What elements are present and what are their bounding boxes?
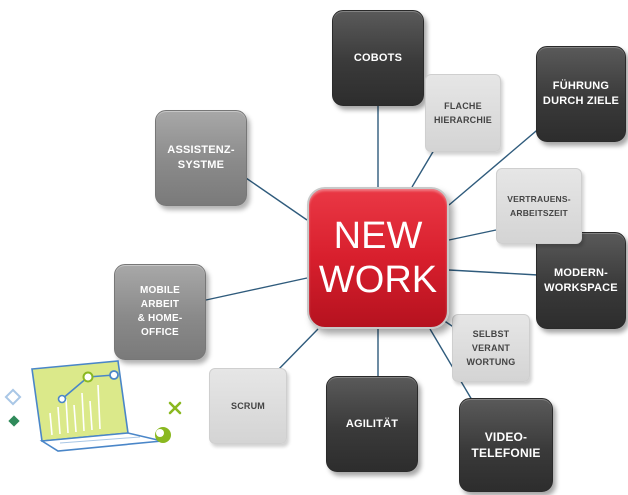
laptop-chart-icon	[4, 360, 182, 452]
node-selbstverantwortung: SELBST VERANT WORTUNG	[452, 314, 530, 382]
node-agilitaet: AGILITÄT	[326, 376, 418, 472]
connector-fuehrung	[448, 125, 543, 206]
connector-scrum	[275, 328, 319, 373]
connector-modern-workspace	[448, 269, 539, 276]
node-videotelefonie: VIDEO- TELEFONIE	[459, 398, 553, 492]
node-modern-workspace: MODERN- WORKSPACE	[536, 232, 626, 329]
diamond-icon	[4, 388, 22, 427]
connector-assistenzsysteme	[245, 177, 308, 221]
cross-icon	[168, 401, 182, 415]
center-new-work: NEW WORK	[307, 187, 449, 329]
connector-videotelefonie	[429, 328, 473, 401]
node-fuehrung-durch-ziele: FÜHRUNG DURCH ZIELE	[536, 46, 626, 142]
connector-mobile-arbeit	[205, 277, 308, 301]
connector-vertrauensarbeitszeit	[448, 229, 497, 241]
node-scrum: SCRUM	[209, 368, 287, 444]
node-mobile-arbeit-home-office: MOBILE ARBEIT & HOME- OFFICE	[114, 264, 206, 360]
node-flache-hierarchie: FLACHE HIERARCHIE	[425, 74, 501, 152]
node-assistenzsysteme: ASSISTENZ- SYSTME	[155, 110, 247, 206]
node-vertrauensarbeitszeit: VERTRAUENS- ARBEITSZEIT	[496, 168, 582, 244]
node-cobots: COBOTS	[332, 10, 424, 106]
